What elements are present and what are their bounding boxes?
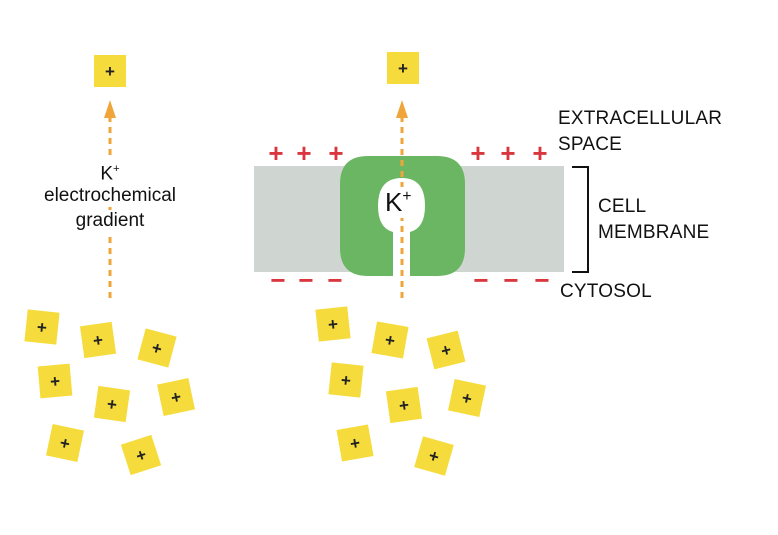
negative-charge: − <box>534 265 549 295</box>
ion-channel <box>340 156 465 276</box>
ion-plus-sign: + <box>383 330 396 350</box>
ion-square-icon <box>328 362 364 398</box>
ion-plus-sign: + <box>36 318 48 338</box>
ion-plus-sign: + <box>92 330 105 350</box>
potassium-ion: + <box>315 306 351 342</box>
ion-plus-sign: + <box>169 387 183 408</box>
channel-ion-label: K+ <box>384 187 413 218</box>
cytosol-label: CYTOSOL <box>560 281 652 302</box>
ion-plus-sign: + <box>150 338 165 359</box>
ion-square-icon <box>336 424 374 462</box>
gradient-label-line2: electrochemical <box>25 185 195 207</box>
ion-square-icon <box>315 306 351 342</box>
potassium-ion: + <box>94 55 126 87</box>
positive-charge: + <box>500 138 515 168</box>
ion-square-icon <box>385 386 423 424</box>
inside-charges: −−−−−− <box>270 265 549 295</box>
ion-plus-sign: + <box>340 371 352 391</box>
potassium-ion: + <box>328 362 364 398</box>
ion-square-icon <box>120 434 162 476</box>
negative-charge: − <box>327 265 342 295</box>
extracellular-label-line2: SPACE <box>558 134 623 155</box>
potassium-ion: + <box>120 434 162 476</box>
ion-square-icon <box>137 328 177 368</box>
ion-plus-sign: + <box>106 394 119 414</box>
ion-square-icon <box>79 321 117 359</box>
ion-square-icon <box>157 378 195 416</box>
ion-plus-sign: + <box>49 372 61 392</box>
ion-square-icon <box>94 55 126 87</box>
arrowhead-icon <box>104 100 116 118</box>
bracket-icon <box>572 166 589 273</box>
flow-arrow-left <box>104 100 116 298</box>
potassium-ion: + <box>46 424 84 462</box>
potassium-ion: + <box>137 328 177 368</box>
channel-ion-symbol: K <box>385 187 403 217</box>
potassium-ion: + <box>426 330 466 370</box>
potassium-ion: + <box>448 379 486 417</box>
gradient-ion-symbol: K <box>100 163 114 185</box>
ion-plus-sign: + <box>58 433 72 454</box>
gradient-ion-charge: + <box>113 163 120 175</box>
negative-charge: − <box>473 265 488 295</box>
gradient-label-line3: gradient <box>50 210 170 232</box>
ion-plus-sign: + <box>349 433 362 453</box>
potassium-ion: + <box>157 378 195 416</box>
potassium-ion: + <box>336 424 374 462</box>
negative-charge: − <box>298 265 313 295</box>
arrowhead-icon <box>396 100 408 118</box>
negative-charge: − <box>503 265 518 295</box>
ion-square-icon <box>414 436 454 476</box>
ion-plus-sign: + <box>398 59 408 78</box>
positive-charge: + <box>296 138 311 168</box>
ion-square-icon <box>37 363 73 399</box>
ion-plus-sign: + <box>105 62 115 81</box>
ion-square-icon <box>46 424 84 462</box>
positive-charge: + <box>470 138 485 168</box>
ion-plus-sign: + <box>460 388 474 409</box>
channel-ion-charge: + <box>402 187 412 205</box>
potassium-ion: + <box>371 321 409 359</box>
ion-plus-sign: + <box>327 315 339 335</box>
outside-charges: + + + + + + <box>268 138 547 168</box>
potassium-ion: + <box>79 321 117 359</box>
ion-square-icon <box>93 385 131 423</box>
potassium-ion: + <box>414 436 454 476</box>
ion-square-icon <box>448 379 486 417</box>
positive-charge: + <box>532 138 547 168</box>
positive-charge: + <box>268 138 283 168</box>
potassium-ion: + <box>37 363 73 399</box>
gradient-ion-label: K+ <box>80 158 140 186</box>
extracellular-label-line1: EXTRACELLULAR <box>558 108 723 129</box>
cell-membrane-label-line2: MEMBRANE <box>598 222 710 243</box>
ion-plus-sign: + <box>398 395 411 415</box>
potassium-ion: + <box>385 386 423 424</box>
ion-square-icon <box>371 321 409 359</box>
positive-charge: + <box>328 138 343 168</box>
potassium-ion: + <box>387 52 419 84</box>
potassium-ion: + <box>24 309 60 345</box>
ion-square-icon <box>387 52 419 84</box>
potassium-ions: ++++++++++++++++++ <box>24 52 486 476</box>
cell-membrane-label-line1: CELL <box>598 196 647 217</box>
ion-square-icon <box>426 330 466 370</box>
ion-square-icon <box>24 309 60 345</box>
potassium-ion: + <box>93 385 131 423</box>
negative-charge: − <box>270 265 285 295</box>
ion-plus-sign: + <box>439 340 453 361</box>
